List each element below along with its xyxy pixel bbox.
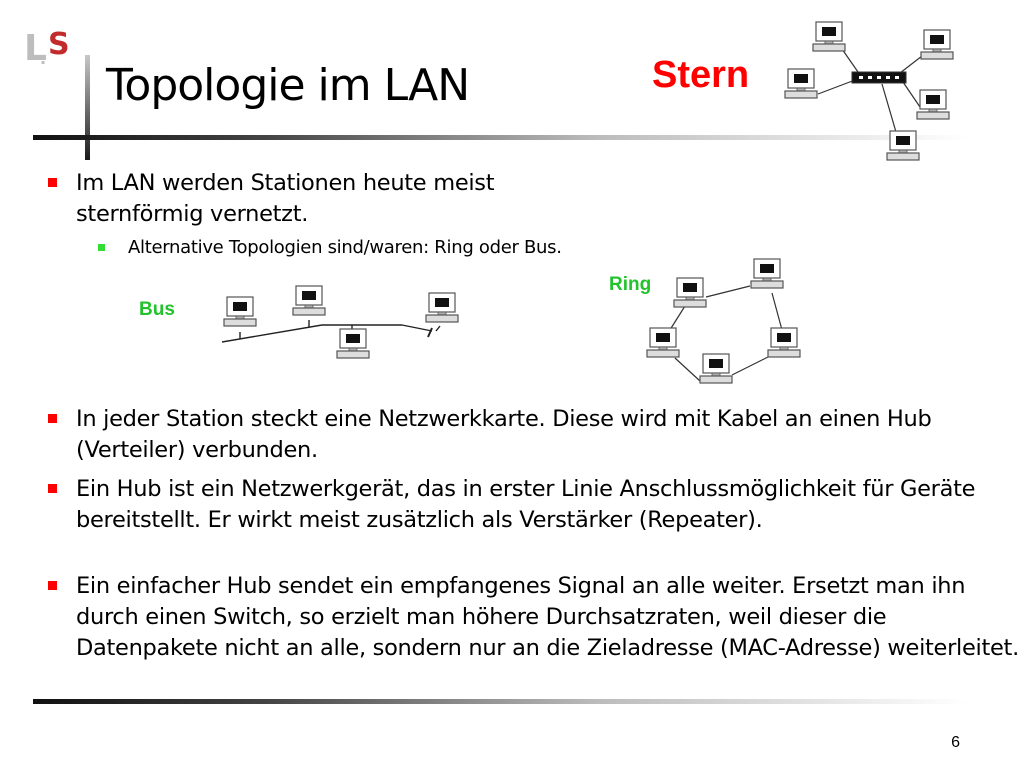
computer-icon xyxy=(425,292,459,323)
page-number: 6 xyxy=(951,734,960,751)
computer-icon xyxy=(784,68,818,99)
ls-logo: L S · xyxy=(24,27,70,70)
ring-link xyxy=(705,285,751,298)
computer-icon xyxy=(336,328,370,359)
hub xyxy=(851,71,907,84)
title-horizontal-rule xyxy=(33,135,968,140)
ring-link xyxy=(731,355,771,376)
computer-icon xyxy=(767,327,801,358)
ring-link xyxy=(674,357,701,382)
computer-icon xyxy=(673,277,707,308)
star-link xyxy=(899,55,923,74)
bullet-text: Ein Hub ist ein Netzwerkgerät, das in er… xyxy=(76,476,976,533)
bus-terminator xyxy=(427,327,433,338)
computer-icon xyxy=(223,296,257,327)
bullet-marker xyxy=(48,414,57,423)
bullet-marker xyxy=(48,581,57,590)
computer-icon xyxy=(750,258,784,289)
svg-text:S: S xyxy=(48,27,70,62)
title-vertical-rule xyxy=(85,55,90,160)
computer-icon xyxy=(292,285,326,316)
computer-icon xyxy=(916,89,950,120)
bullet-text: In jeder Station steckt eine Netzwerkkar… xyxy=(76,406,932,463)
footer-horizontal-rule xyxy=(33,699,968,704)
bus-drop xyxy=(435,325,441,332)
ring-link xyxy=(771,292,783,331)
svg-text:L: L xyxy=(24,28,47,69)
star-link xyxy=(841,48,859,73)
star-link xyxy=(817,79,856,95)
bullet-text: Im LAN werden Stationen heute meist ster… xyxy=(76,170,495,227)
sub-bullet-text: Alternative Topologien sind/waren: Ring … xyxy=(128,237,562,258)
ring-topology-label: Ring xyxy=(609,274,652,295)
bullet-marker xyxy=(48,178,57,187)
star-link xyxy=(902,81,921,108)
computer-icon xyxy=(886,130,920,161)
bullet-item: Im LAN werden Stationen heute meist ster… xyxy=(36,168,616,230)
bus-cable xyxy=(401,324,433,332)
computer-icon xyxy=(646,327,680,358)
computer-icon xyxy=(920,29,954,60)
bus-cable xyxy=(221,324,323,343)
bus-topology-label: Bus xyxy=(139,299,175,320)
bullet-marker xyxy=(48,484,57,493)
star-topology-label: Stern xyxy=(652,54,750,96)
bullet-text: Ein einfacher Hub sendet ein empfangenes… xyxy=(76,573,1019,661)
page-title: Topologie im LAN xyxy=(106,60,470,111)
bullet-item: In jeder Station steckt eine Netzwerkkar… xyxy=(36,404,1001,466)
sub-bullet-item: Alternative Topologien sind/waren: Ring … xyxy=(98,236,748,260)
sub-bullet-marker xyxy=(98,244,105,251)
computer-icon xyxy=(699,353,733,384)
star-diagram xyxy=(817,48,923,133)
computer-icon xyxy=(812,21,846,52)
svg-text:·: · xyxy=(40,53,46,70)
star-link xyxy=(881,83,897,133)
bullet-item: Ein Hub ist ein Netzwerkgerät, das in er… xyxy=(36,474,1024,536)
bullet-item: Ein einfacher Hub sendet ein empfangenes… xyxy=(36,571,1024,664)
